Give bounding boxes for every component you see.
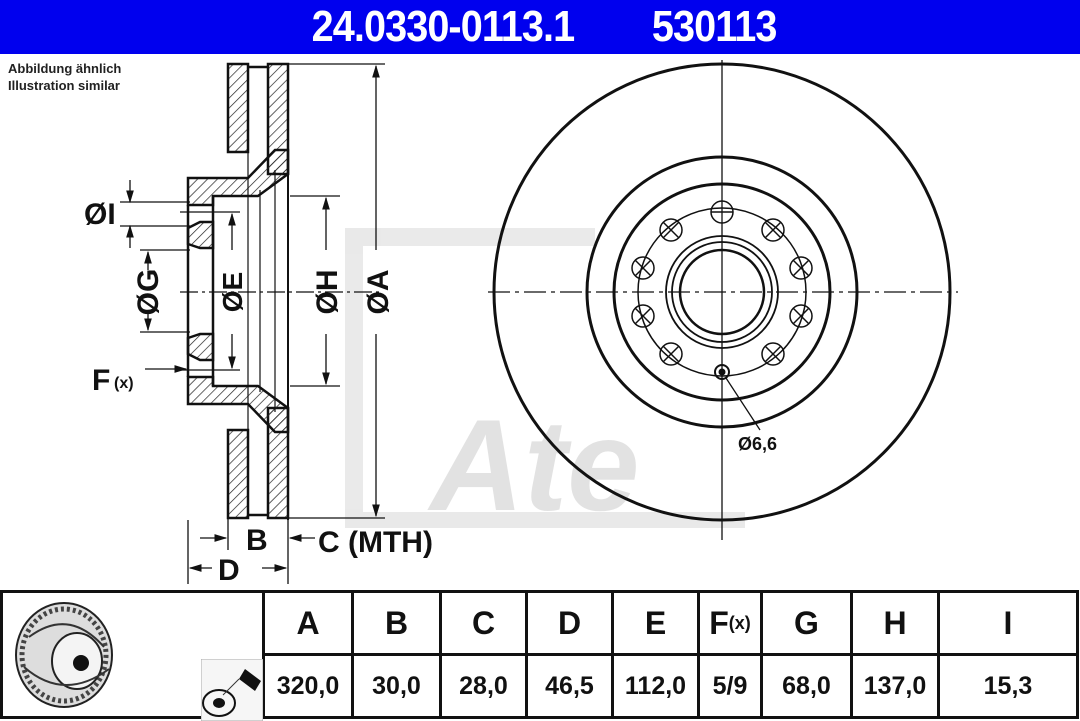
header-c: C — [442, 593, 525, 656]
locating-hole-label: Ø6,6 — [738, 434, 777, 454]
label-dia-i: ØI — [84, 198, 116, 231]
value-h: 137,0 — [863, 671, 927, 700]
note-german: Abbildung ähnlich — [8, 61, 122, 76]
column-g: G 68,0 — [763, 593, 853, 716]
note-english: Illustration similar — [8, 78, 120, 93]
label-f: F — [92, 364, 110, 397]
table-columns: A 320,0 B 30,0 C 28,0 D 46,5 E 112,0 F(x… — [265, 593, 1076, 716]
header-f: F(x) — [700, 593, 760, 656]
value-a: 320,0 — [276, 671, 340, 700]
column-a: A 320,0 — [265, 593, 354, 716]
label-b: B — [246, 524, 268, 557]
value-e: 112,0 — [624, 671, 687, 700]
value-b: 30,0 — [372, 671, 421, 700]
label-d: D — [218, 554, 240, 587]
ate-watermark: Ate — [345, 228, 745, 538]
front-view — [488, 60, 958, 540]
table-image-cell — [3, 593, 265, 721]
cleaning-spray-icon — [201, 659, 263, 721]
column-h: H 137,0 — [853, 593, 940, 716]
reference-number: 530113 — [651, 2, 777, 51]
column-f: F(x) 5/9 — [700, 593, 763, 716]
column-b: B 30,0 — [354, 593, 442, 716]
value-g: 68,0 — [782, 671, 831, 700]
header-h: H — [853, 593, 937, 656]
header-f-letter: F — [709, 604, 729, 641]
column-d: D 46,5 — [528, 593, 614, 716]
header-f-suffix: (x) — [728, 612, 751, 633]
label-dia-g: ØG — [132, 269, 165, 316]
label-dia-e: ØE — [217, 272, 248, 312]
header-a: A — [265, 593, 351, 656]
dimension-lines — [120, 63, 385, 584]
technical-drawing: Ate — [84, 60, 958, 587]
value-d: 46,5 — [545, 671, 594, 700]
label-dia-h: ØH — [311, 270, 344, 315]
label-f-suffix: (x) — [114, 375, 134, 392]
header-e: E — [614, 593, 697, 656]
value-i: 15,3 — [983, 671, 1033, 700]
bolt-holes — [631, 200, 813, 366]
section-view — [186, 62, 290, 520]
label-dia-a: ØA — [362, 270, 395, 315]
header-g: G — [763, 593, 850, 656]
header-i: I — [940, 593, 1076, 656]
value-f: 5/9 — [712, 671, 748, 700]
column-c: C 28,0 — [442, 593, 528, 716]
ate-logo-text: Ate — [427, 392, 639, 538]
header-b: B — [354, 593, 439, 656]
column-e: E 112,0 — [614, 593, 700, 716]
title-bar: 24.0330-0113.1 530113 — [0, 0, 1080, 54]
dimension-table: A 320,0 B 30,0 C 28,0 D 46,5 E 112,0 F(x… — [0, 590, 1079, 721]
part-number: 24.0330-0113.1 — [311, 2, 575, 51]
illustration-note: Abbildung ähnlich Illustration similar — [8, 60, 121, 94]
column-i: I 15,3 — [940, 593, 1076, 716]
brake-disc-icon — [15, 602, 113, 708]
header-d: D — [528, 593, 611, 656]
value-c: 28,0 — [459, 671, 508, 700]
label-c-mth: C (MTH) — [318, 526, 433, 559]
